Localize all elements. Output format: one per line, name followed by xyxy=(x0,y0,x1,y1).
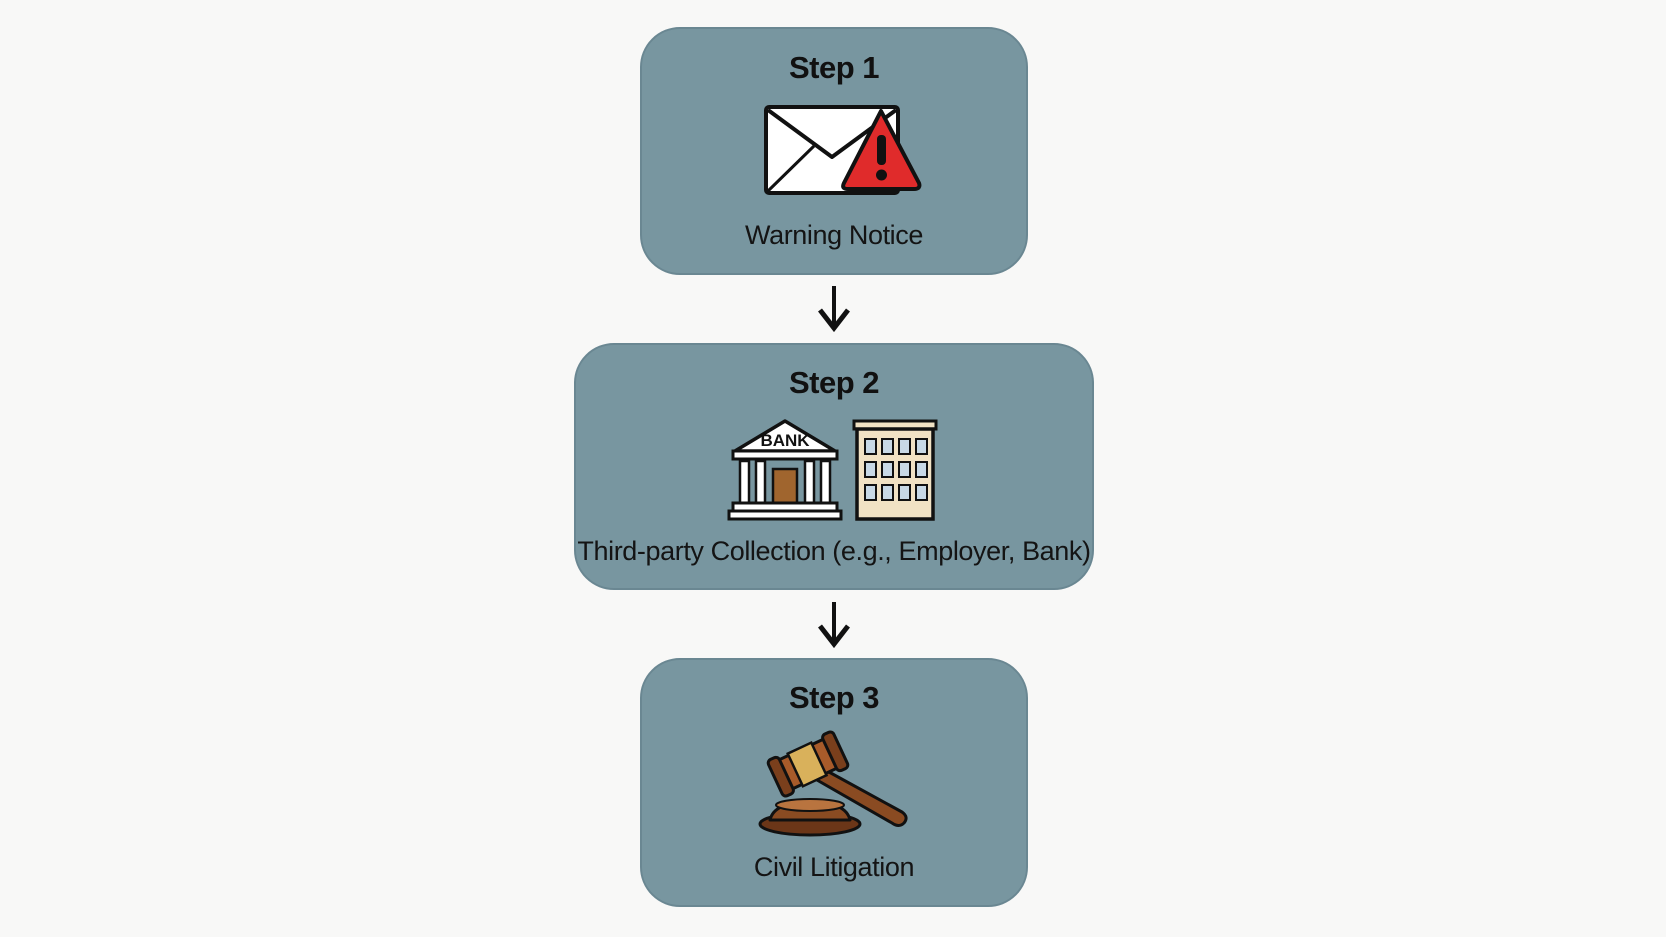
arrow-down-icon xyxy=(818,286,850,333)
envelope-warning-icon xyxy=(764,105,922,195)
step-2-title: Step 2 xyxy=(788,365,880,400)
step-3-label: Civil Litigation xyxy=(753,852,915,882)
arrow-down-icon xyxy=(818,602,850,649)
gavel-icon xyxy=(758,730,908,837)
bank-sign-text: BANK xyxy=(760,431,810,450)
step-2-label: Third-party Collection (e.g., Employer, … xyxy=(577,536,1091,566)
step-1-box: Step 1 Warning Notice xyxy=(640,27,1028,275)
step-3-box: Step 3 Civil Litigation xyxy=(640,658,1028,907)
step-2-box: Step 2 BANK xyxy=(574,343,1094,590)
step-3-title: Step 3 xyxy=(788,680,880,715)
warning-triangle-icon xyxy=(841,109,922,191)
bank-and-office-building-icon: BANK xyxy=(727,419,938,521)
office-building-icon xyxy=(852,419,938,521)
bank-icon: BANK xyxy=(727,419,843,521)
step-1-title: Step 1 xyxy=(788,50,880,85)
step-1-label: Warning Notice xyxy=(745,220,923,250)
